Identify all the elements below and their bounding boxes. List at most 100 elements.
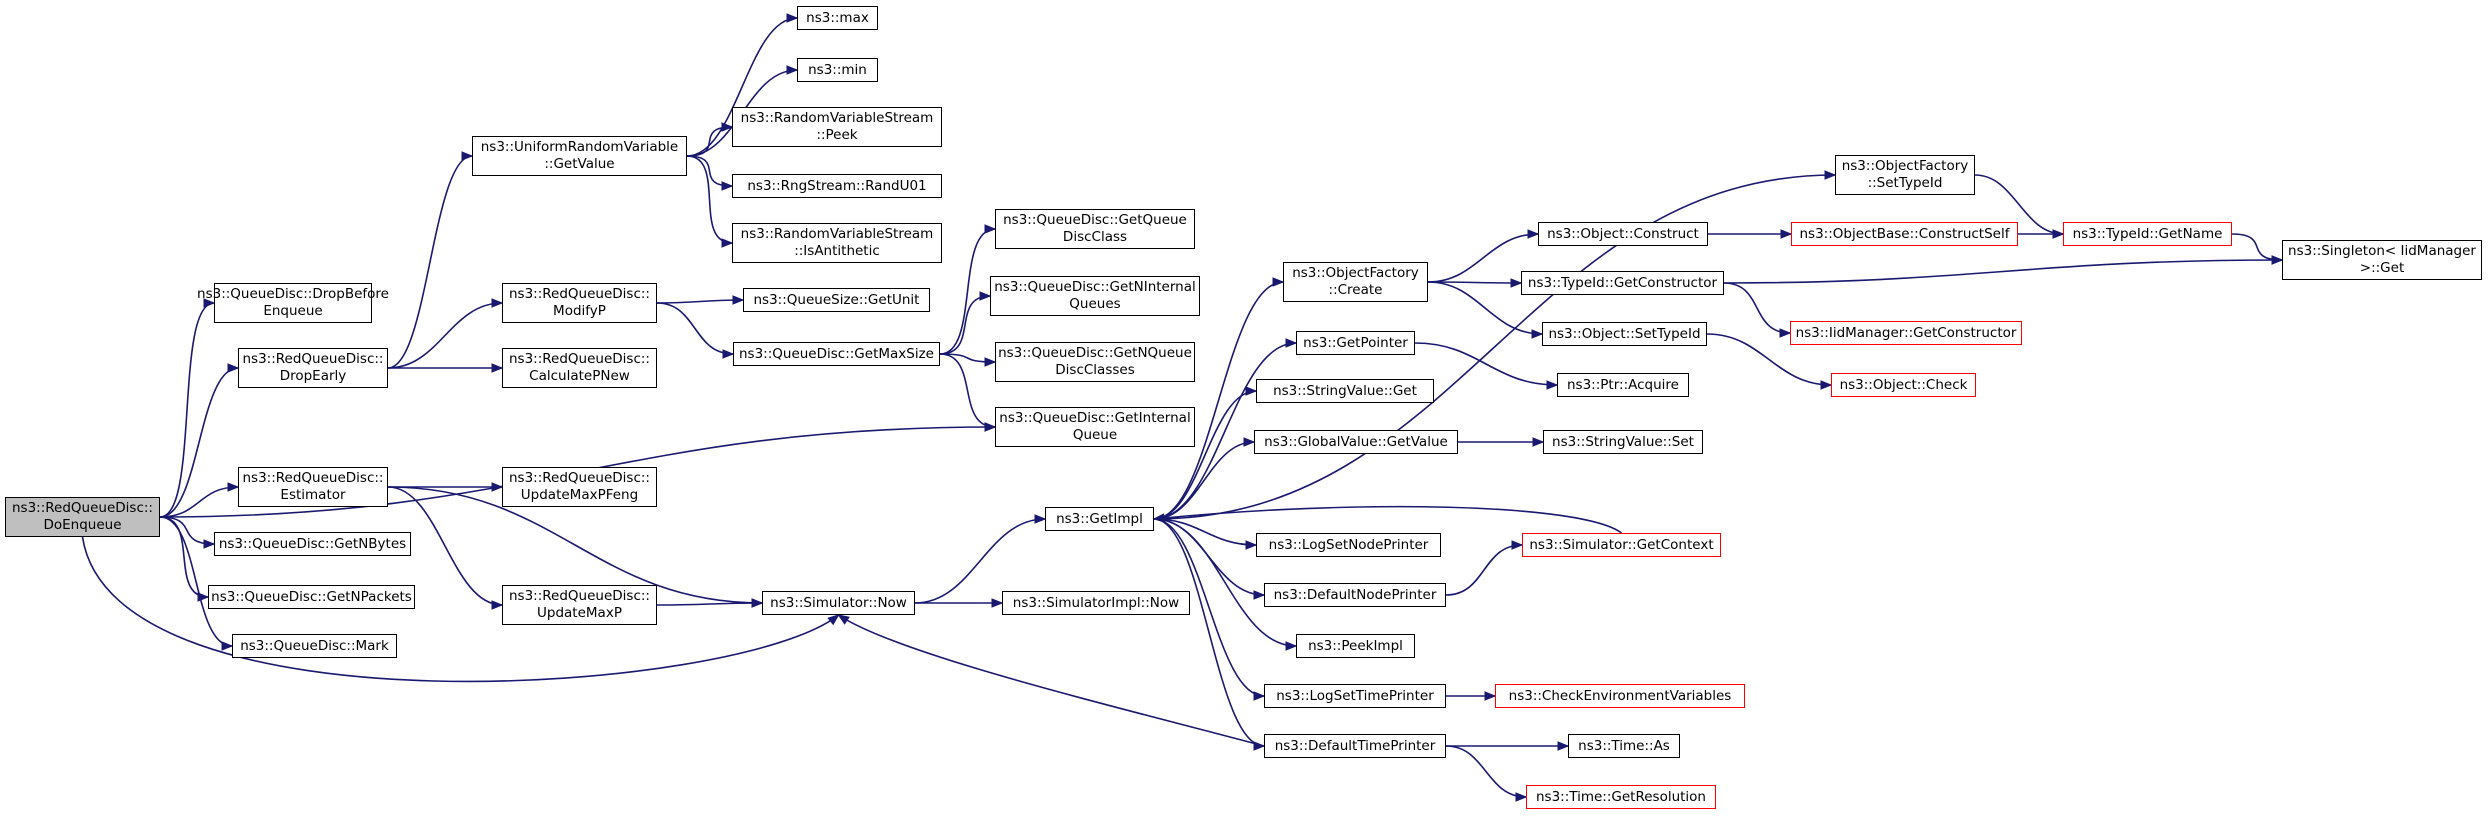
node-ptrAcquire[interactable]: ns3::Ptr::Acquire [1557,373,1689,397]
edge-getImpl-to-defaultTimePrinter [1153,518,1265,747]
edge-arrowhead [2271,255,2284,265]
node-getPointer[interactable]: ns3::GetPointer [1296,331,1415,355]
edge-ofCreate-to-objConstruct [1427,233,1539,283]
node-max[interactable]: ns3::max [797,6,878,30]
node-gvGetValue[interactable]: ns3::GlobalValue::GetValue [1254,430,1458,454]
node-label: ns3::RedQueueDisc:: DropEarly [242,351,384,384]
node-obConstructSelf[interactable]: ns3::ObjectBase::ConstructSelf [1791,222,2018,246]
node-singletonGet[interactable]: ns3::Singleton< IidManager >::Get [2282,240,2482,280]
node-iidGetConstructor[interactable]: ns3::IidManager::GetConstructor [1790,321,2022,345]
edge-dropEarly-to-modifyP [387,302,503,369]
node-strValGet[interactable]: ns3::StringValue::Get [1256,379,1434,403]
node-randU01[interactable]: ns3::RngStream::RandU01 [732,174,942,198]
node-label: ns3::IidManager::GetConstructor [1795,324,2017,341]
edge-getPointer-to-ptrAcquire [1414,342,1558,386]
edge-dropEarly-to-uniformGetValue [387,155,473,369]
node-strValSet[interactable]: ns3::StringValue::Set [1543,430,1703,454]
edge-arrowhead [721,181,734,191]
node-rvsPeek[interactable]: ns3::RandomVariableStream ::Peek [732,107,942,147]
edge-arrowhead [1285,338,1298,348]
node-getQueueDiscClass[interactable]: ns3::QueueDisc::GetQueue DiscClass [995,209,1195,249]
node-objConstruct[interactable]: ns3::Object::Construct [1538,222,1708,246]
node-label: ns3::StringValue::Get [1273,382,1417,399]
node-ofCreate[interactable]: ns3::ObjectFactory ::Create [1283,262,1428,302]
edge-uniformGetValue-to-isAntithetic [686,155,733,244]
node-simImplNow[interactable]: ns3::SimulatorImpl::Now [1002,591,1190,615]
node-logSetTimePrinter[interactable]: ns3::LogSetTimePrinter [1264,684,1446,708]
edge-root-to-getNBytes [159,516,215,545]
edge-ofSetTypeId-to-tidGetName [1974,174,2064,235]
edge-arrowhead [721,238,734,248]
node-label: ns3::RedQueueDisc:: CalculatePNew [509,351,650,384]
node-estimator[interactable]: ns3::RedQueueDisc:: Estimator [238,467,388,507]
node-defaultNodePrinter[interactable]: ns3::DefaultNodePrinter [1264,583,1446,607]
edge-simNow-to-getImpl [914,518,1046,604]
node-updateMaxPFeng[interactable]: ns3::RedQueueDisc:: UpdateMaxPFeng [502,467,657,507]
node-ofSetTypeId[interactable]: ns3::ObjectFactory ::SetTypeId [1835,155,1975,195]
edge-arrowhead [1272,277,1285,287]
node-label: ns3::ObjectBase::ConstructSelf [1799,225,2010,242]
edge-arrowhead [203,539,216,549]
node-mark[interactable]: ns3::QueueDisc::Mark [232,634,397,658]
node-isAntithetic[interactable]: ns3::RandomVariableStream ::IsAntithetic [732,223,942,263]
node-modifyP[interactable]: ns3::RedQueueDisc:: ModifyP [502,283,657,323]
node-label: ns3::CheckEnvironmentVariables [1508,687,1732,704]
edge-arrowhead [751,598,764,608]
node-tidGetConstructor[interactable]: ns3::TypeId::GetConstructor [1521,271,1724,295]
edge-defaultTimePrinter-to-simNow [838,614,1265,747]
node-label: ns3::Time::As [1578,737,1670,754]
node-label: ns3::RngStream::RandU01 [747,177,927,194]
node-label: ns3::RandomVariableStream ::IsAntithetic [740,226,934,259]
node-getInternalQueue[interactable]: ns3::QueueDisc::GetInternal Queue [995,407,1195,447]
node-defaultTimePrinter[interactable]: ns3::DefaultTimePrinter [1264,734,1446,758]
node-simGetContext[interactable]: ns3::Simulator::GetContext [1522,533,1721,557]
node-label: ns3::min [808,61,867,78]
node-uniformGetValue[interactable]: ns3::UniformRandomVariable ::GetValue [472,136,687,176]
node-getNPackets[interactable]: ns3::QueueDisc::GetNPackets [208,585,415,609]
node-dropEarly[interactable]: ns3::RedQueueDisc:: DropEarly [238,348,388,388]
edge-tidGetConstructor-to-singletonGet [1723,259,2283,284]
node-label: ns3::StringValue::Set [1552,433,1694,450]
node-dropBefore[interactable]: ns3::QueueDisc::DropBefore Enqueue [197,283,389,323]
node-getNBytes[interactable]: ns3::QueueDisc::GetNBytes [214,532,411,556]
node-calculatePNew[interactable]: ns3::RedQueueDisc:: CalculatePNew [502,348,657,388]
node-label: ns3::DefaultNodePrinter [1273,586,1437,603]
edge-arrowhead [1152,513,1165,523]
node-label: ns3::TypeId::GetConstructor [1527,274,1718,291]
node-logSetNodePrinter[interactable]: ns3::LogSetNodePrinter [1256,533,1441,557]
node-getNInternalQueues[interactable]: ns3::QueueDisc::GetNInternal Queues [990,276,1200,316]
edge-arrowhead [1245,540,1258,550]
edge-arrowhead [722,349,735,359]
node-label: ns3::QueueDisc::GetMaxSize [738,345,934,362]
node-timeGetResolution[interactable]: ns3::Time::GetResolution [1526,785,1716,809]
node-label: ns3::GetPointer [1303,334,1408,351]
node-peekImpl[interactable]: ns3::PeekImpl [1296,634,1415,658]
node-updateMaxP[interactable]: ns3::RedQueueDisc:: UpdateMaxP [502,585,657,625]
node-getUnit[interactable]: ns3::QueueSize::GetUnit [743,288,930,312]
node-label: ns3::GetImpl [1056,510,1143,527]
edge-arrowhead [1034,514,1047,524]
node-label: ns3::Simulator::Now [770,594,907,611]
node-label: ns3::Object::SetTypeId [1548,325,1701,342]
node-label: ns3::QueueSize::GetUnit [753,291,920,308]
node-min[interactable]: ns3::min [797,58,878,82]
node-label: ns3::GlobalValue::GetValue [1264,433,1448,450]
node-checkEnvVars[interactable]: ns3::CheckEnvironmentVariables [1495,684,1745,708]
node-getImpl[interactable]: ns3::GetImpl [1045,507,1154,531]
node-label: ns3::LogSetTimePrinter [1276,687,1434,704]
edge-arrowhead [1253,590,1266,600]
node-objCheck[interactable]: ns3::Object::Check [1831,373,1976,397]
node-label: ns3::DefaultTimePrinter [1274,737,1436,754]
node-getMaxSize[interactable]: ns3::QueueDisc::GetMaxSize [733,342,940,366]
edge-arrowhead [491,298,504,308]
edge-arrowhead [984,422,997,432]
node-simNow[interactable]: ns3::Simulator::Now [762,591,915,615]
node-tidGetName[interactable]: ns3::TypeId::GetName [2063,222,2232,246]
node-objSetTypeId[interactable]: ns3::Object::SetTypeId [1542,322,1707,346]
node-getNQueueDiscClasses[interactable]: ns3::QueueDisc::GetNQueue DiscClasses [995,342,1195,382]
node-label: ns3::QueueDisc::GetNBytes [218,535,407,552]
node-label: ns3::ObjectFactory ::Create [1292,265,1419,298]
edge-getImpl-to-strValGet [1153,390,1257,520]
edge-objSetTypeId-to-objCheck [1706,333,1832,386]
node-timeAs[interactable]: ns3::Time::As [1568,734,1680,758]
